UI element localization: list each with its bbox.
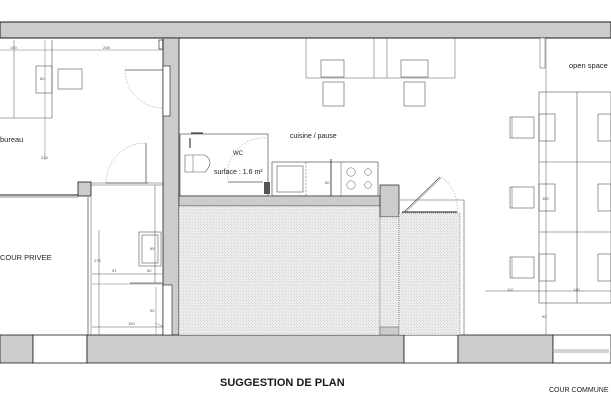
dim-bath-height: 275 [94,258,101,263]
dim-bureau-right: 208 [103,45,110,50]
dim-bath-w2: 50 [147,268,152,273]
dim-bath-sink: 65 [150,246,155,251]
bureau-cour-wall [0,181,163,198]
top-wall [0,21,611,48]
plan-title: SUGGESTION DE PLAN [220,377,345,389]
room-label-cour-commune: COUR COMMUNE [549,387,609,394]
dim-bureau-height: 215 [41,155,48,160]
room-label-cuisine: cuisine / pause [290,133,337,140]
dim-openspace-low: 90 [542,314,547,319]
room-label-wc: WC [233,151,243,157]
wc-surface-label: surface : 1.6 m² [214,169,263,176]
dim-bureau-left: 140 [10,45,17,50]
dim-bath-lower-h: 90 [150,308,155,313]
openspace-partition [539,37,546,69]
wc-room [179,132,270,197]
open-space-right-desks [485,38,611,335]
dim-bureau-desk: 80 [40,76,45,81]
dim-openspace-right: 140 [573,287,580,292]
dim-openspace-left: 110 [507,287,514,292]
room-label-bureau: bureau [0,135,24,144]
bureau-furniture [0,39,171,184]
dim-kitchen-depth: 60 [325,180,330,185]
open-space-top-desks [305,38,456,107]
dim-bath-lower: 150 [128,321,135,326]
room-label-open-space: open space [569,61,608,70]
courtyard-hatched-area [178,176,465,336]
dim-openspace-mid: 160 [542,196,549,201]
bottom-wall [0,334,611,364]
bathroom [87,185,173,336]
dim-bath-w1: 91 [112,268,117,273]
room-label-cour-privee: COUR PRIVEE [0,253,52,262]
kitchen-counter [271,159,379,197]
